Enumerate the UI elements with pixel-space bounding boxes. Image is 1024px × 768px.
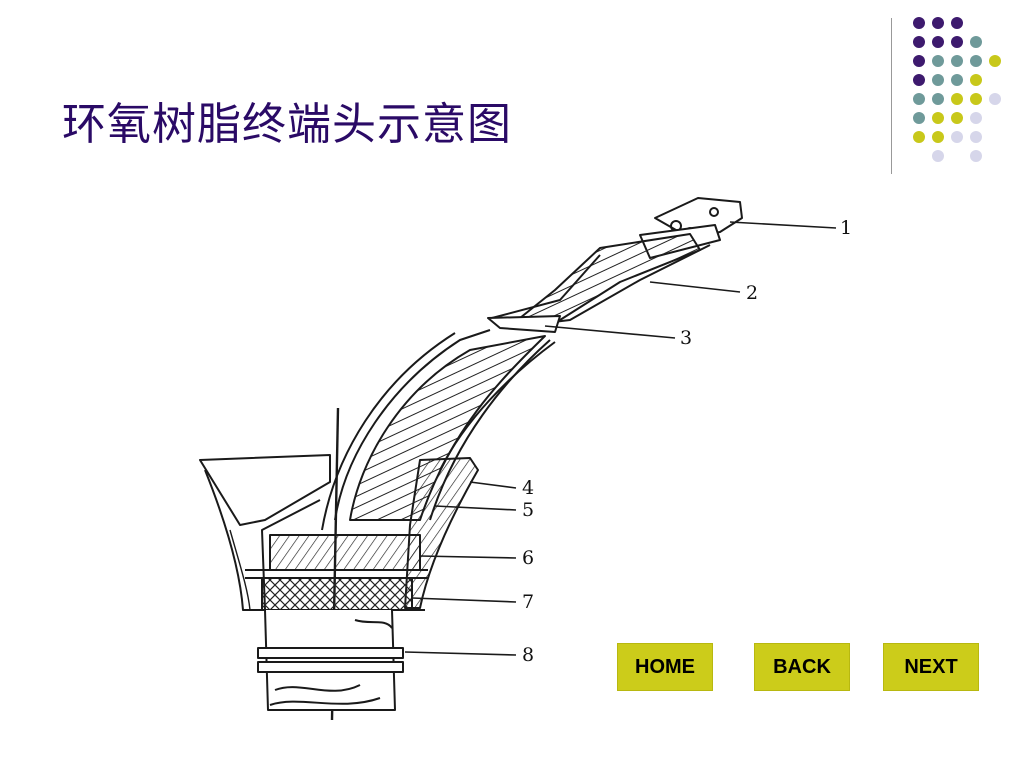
decor-dot	[932, 112, 944, 124]
decor-dot	[970, 55, 982, 67]
next-button[interactable]: NEXT	[883, 643, 979, 691]
lower-cable	[264, 609, 396, 711]
cable-joint	[487, 315, 561, 333]
back-button[interactable]: BACK	[754, 643, 850, 691]
decor-dot	[913, 36, 925, 48]
epoxy-terminal-diagram: 1 2 3 4 5 6 7 8	[199, 197, 852, 721]
decor-dot	[970, 112, 982, 124]
slide-title: 环氧树脂终端头示意图	[62, 99, 512, 150]
decor-dot	[951, 112, 963, 124]
decor-dot	[970, 74, 982, 86]
decor-dot	[932, 131, 944, 143]
decor-dot	[951, 36, 963, 48]
cable-ring	[257, 647, 404, 659]
decor-dot	[913, 112, 925, 124]
callout-label: 7	[522, 591, 534, 613]
lug-hole	[709, 207, 719, 217]
callout-label: 4	[522, 477, 534, 499]
inner-block	[269, 534, 421, 571]
decor-dot	[951, 93, 963, 105]
decor-dot	[913, 93, 925, 105]
decorative-divider	[891, 18, 892, 174]
decor-dot	[913, 131, 925, 143]
mesh-band	[261, 577, 413, 611]
callout-label: 5	[522, 499, 534, 521]
decor-dot	[951, 17, 963, 29]
decor-dot	[970, 150, 982, 162]
decor-dot	[989, 93, 1001, 105]
decor-dot	[970, 93, 982, 105]
callout-label: 3	[680, 327, 692, 349]
decor-dot	[913, 55, 925, 67]
decor-dot	[989, 55, 1001, 67]
decor-dot	[932, 17, 944, 29]
decor-dot	[932, 74, 944, 86]
decor-dot	[951, 131, 963, 143]
decor-dot	[913, 74, 925, 86]
upper-conductor	[519, 233, 701, 321]
callout-label: 2	[746, 282, 758, 304]
decor-dot	[932, 55, 944, 67]
decor-dot	[951, 74, 963, 86]
decor-dot	[932, 36, 944, 48]
outer-sleeve	[199, 454, 331, 526]
home-button[interactable]: HOME	[617, 643, 713, 691]
right-sleeve	[404, 457, 479, 609]
decor-dot	[951, 55, 963, 67]
decor-dot	[970, 36, 982, 48]
callout-label: 6	[522, 547, 534, 569]
decor-dot	[913, 17, 925, 29]
decor-dot	[932, 93, 944, 105]
callout-label: 8	[522, 644, 534, 666]
callout-label: 1	[840, 217, 852, 239]
decor-dot	[970, 131, 982, 143]
decor-dot	[932, 150, 944, 162]
cable-ring	[257, 661, 404, 673]
